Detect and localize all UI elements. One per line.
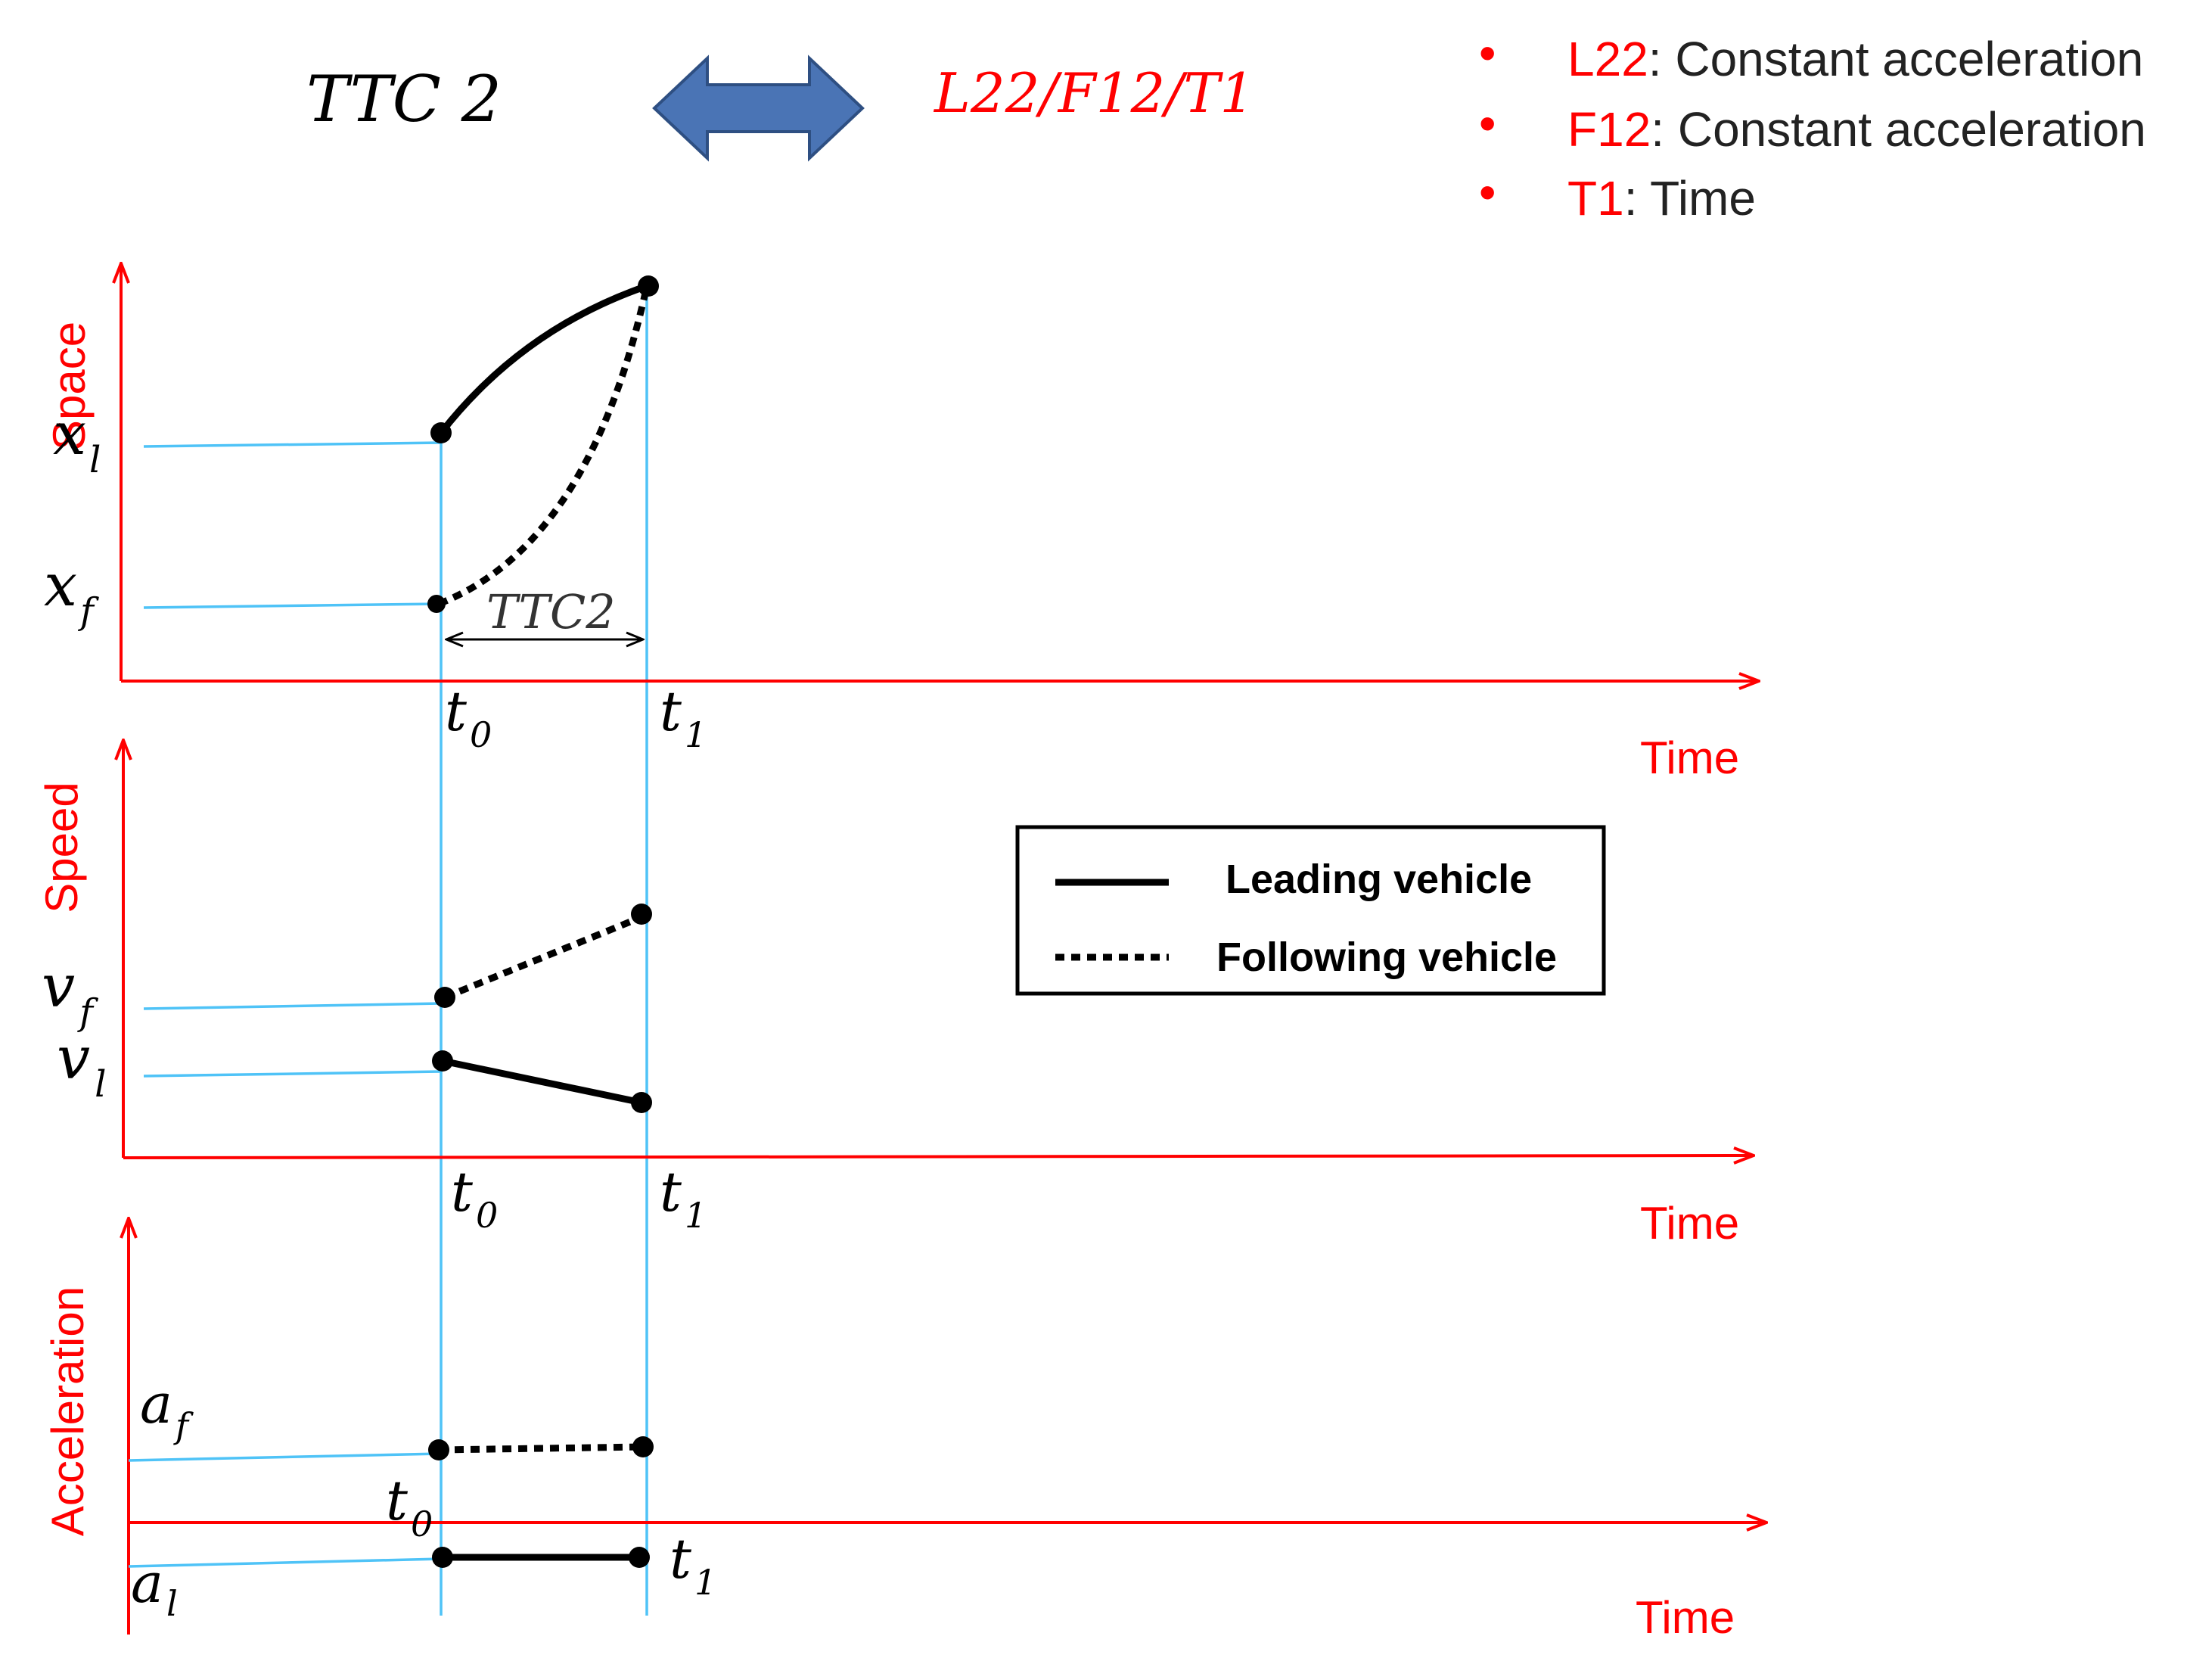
speed-x-axis [123, 1156, 1754, 1158]
ttc2-interval-label: TTC2 [486, 584, 616, 639]
space-x-label: Time [1640, 733, 1739, 783]
speed-following-guide [143, 1002, 442, 1010]
space-leading-guide [143, 441, 442, 448]
legend-box [1015, 825, 1606, 996]
space-leading-curve [438, 282, 648, 435]
header-right-label: L22/F12/T1 [933, 61, 1254, 125]
space-collision-point [638, 275, 659, 297]
notes-list: • L22: Constant acceleration • F12: Cons… [1479, 26, 2146, 226]
acceleration-t1-tick-label: t1 [670, 1527, 716, 1603]
space-leading-start-point [430, 422, 452, 443]
note-bullet: • [1479, 165, 1496, 219]
speed-x-label: Time [1640, 1198, 1739, 1249]
space-following-level-label: xf [44, 552, 99, 633]
acceleration-y-label: Acceleration [42, 1286, 93, 1536]
legend-following-label: Following vehicle [1216, 935, 1557, 980]
acceleration-leading-guide [128, 1557, 442, 1568]
acceleration-following-end-point [632, 1436, 654, 1457]
speed-following-end-point [631, 904, 652, 925]
note-item: F12: Constant acceleration [1567, 102, 2146, 157]
acceleration-following-guide [128, 1452, 442, 1462]
acceleration-following-line [438, 1443, 644, 1454]
speed-leading-line [442, 1057, 642, 1106]
speed-t0-tick-label: t0 [451, 1160, 498, 1236]
acceleration-leading-level-label: al [131, 1551, 178, 1624]
acceleration-following-level-label: af [140, 1372, 194, 1446]
space-panel: Space Time xl xf TTC2 t0 t1 [44, 263, 1759, 783]
speed-t1-tick-label: t1 [660, 1160, 707, 1236]
speed-leading-end-point [631, 1092, 652, 1113]
note-bullet: • [1479, 96, 1496, 151]
speed-leading-start-point [432, 1050, 453, 1072]
note-bullet: • [1479, 26, 1496, 80]
note-item: T1: Time [1567, 171, 1756, 226]
space-following-guide [143, 602, 440, 609]
space-t0-tick-label: t0 [445, 680, 492, 755]
acceleration-following-start-point [428, 1439, 449, 1460]
speed-leading-guide [143, 1070, 442, 1078]
space-leading-level-label: xl [53, 400, 101, 481]
speed-following-start-point [434, 987, 455, 1008]
acceleration-panel: Acceleration Time af al t0 t1 [42, 1218, 1766, 1643]
acceleration-leading-end-point [629, 1547, 650, 1568]
acceleration-t0-tick-label: t0 [386, 1469, 433, 1544]
space-following-start-point [427, 595, 446, 613]
header-left-label: TTC 2 [306, 62, 502, 136]
double-arrow-icon [652, 54, 865, 162]
note-item: L22: Constant acceleration [1567, 32, 2143, 86]
acceleration-x-label: Time [1636, 1592, 1735, 1643]
speed-y-label: Speed [36, 782, 87, 913]
space-following-curve [437, 285, 651, 608]
space-y-label: Space [44, 322, 95, 450]
legend-leading-label: Leading vehicle [1226, 857, 1532, 902]
speed-following-line [443, 913, 643, 1001]
legend: Leading vehicle Following vehicle [1015, 825, 1606, 996]
acceleration-leading-start-point [432, 1547, 453, 1568]
space-t1-tick-label: t1 [660, 680, 707, 755]
